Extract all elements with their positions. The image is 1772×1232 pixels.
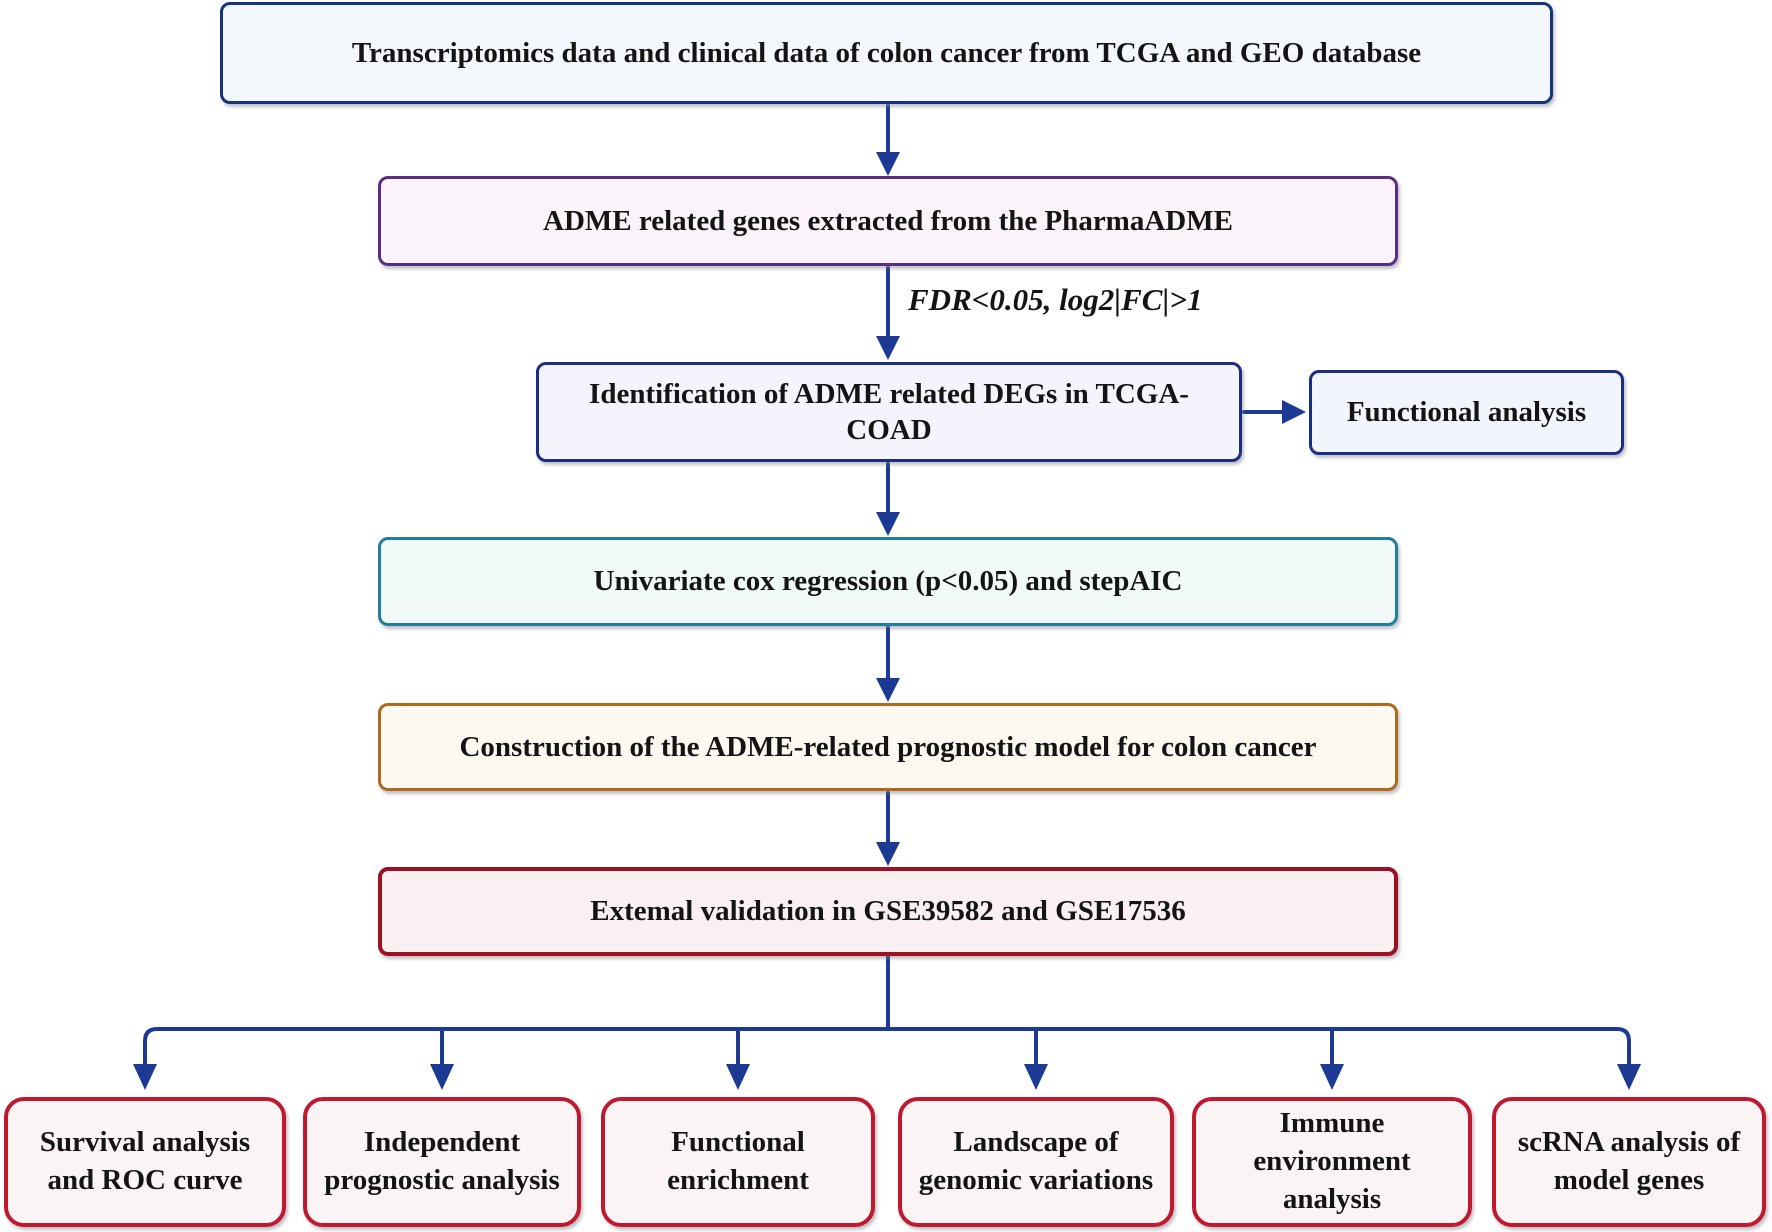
node-label: Transcriptomics data and clinical data o… (351, 36, 1422, 69)
node-degs-identification: Identification of ADME related DEGs in T… (536, 362, 1242, 462)
node-label: Survival analysis and ROC curve (39, 1126, 251, 1196)
node-label: Independent prognostic analysis (324, 1126, 560, 1196)
node-outcome-scrna-analysis: scRNA analysis of model genes (1492, 1097, 1766, 1227)
arrowhead-down-icon (430, 1064, 454, 1090)
node-label: Landscape of genomic variations (918, 1126, 1154, 1196)
node-label: scRNA analysis of model genes (1517, 1126, 1741, 1196)
node-external-validation: Extemal validation in GSE39582 and GSE17… (378, 867, 1398, 956)
node-outcome-independent-prognostic: Independent prognostic analysis (303, 1097, 581, 1227)
node-cox-regression: Univariate cox regression (p<0.05) and s… (378, 537, 1398, 626)
node-outcome-genomic-variations: Landscape of genomic variations (898, 1097, 1174, 1227)
arrowhead-down-icon (1320, 1064, 1344, 1090)
node-model-construction: Construction of the ADME-related prognos… (378, 703, 1398, 791)
arrowhead-down-icon (876, 842, 900, 866)
node-label: Immune environment analysis (1253, 1107, 1411, 1215)
node-label: Construction of the ADME-related prognos… (459, 730, 1317, 763)
node-label: ADME related genes extracted from the Ph… (543, 204, 1233, 237)
node-label: Functional analysis (1346, 396, 1587, 429)
arrowhead-down-icon (876, 152, 900, 176)
arrowhead-down-icon (876, 336, 900, 360)
branch-rail-left (143, 1027, 890, 1066)
arrowhead-down-icon (876, 512, 900, 536)
node-functional-analysis: Functional analysis (1309, 370, 1624, 455)
node-outcome-survival-roc: Survival analysis and ROC curve (4, 1097, 286, 1227)
arrowhead-down-icon (133, 1064, 157, 1090)
node-outcome-functional-enrichment: Functional enrichment (601, 1097, 875, 1227)
node-outcome-immune-environment: Immune environment analysis (1192, 1097, 1472, 1227)
node-label: Identification of ADME related DEGs in T… (589, 377, 1189, 446)
node-label: Extemal validation in GSE39582 and GSE17… (590, 895, 1186, 928)
node-data-source: Transcriptomics data and clinical data o… (220, 2, 1553, 104)
node-label: Functional enrichment (667, 1126, 809, 1196)
arrowhead-down-icon (876, 678, 900, 702)
arrowhead-down-icon (1024, 1064, 1048, 1090)
node-adme-genes: ADME related genes extracted from the Ph… (378, 176, 1398, 266)
node-label: Univariate cox regression (p<0.05) and s… (593, 565, 1183, 598)
arrowhead-right-icon (1282, 400, 1306, 424)
arrowhead-down-icon (726, 1064, 750, 1090)
branch-rail-right (886, 1027, 1631, 1066)
arrowhead-down-icon (1617, 1064, 1641, 1090)
filter-criteria-label: FDR<0.05, log2|FC|>1 (908, 282, 1203, 317)
